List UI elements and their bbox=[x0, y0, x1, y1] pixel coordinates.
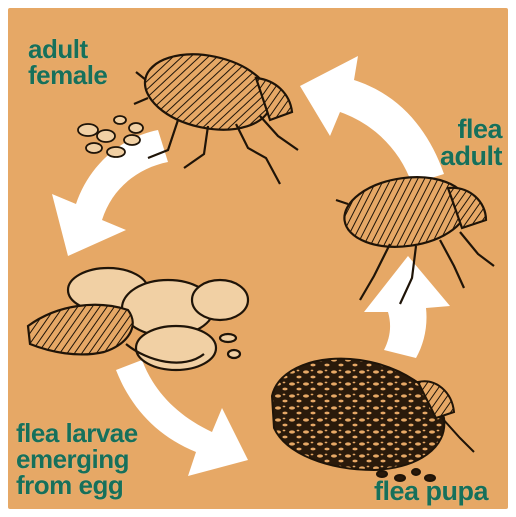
label-line: from egg bbox=[16, 472, 138, 498]
label-flea-pupa: flea pupa bbox=[374, 478, 488, 505]
label-line: female bbox=[28, 62, 107, 88]
label-flea-adult: flea adult bbox=[440, 116, 502, 170]
label-line: flea larvae bbox=[16, 420, 138, 446]
flea-life-cycle-diagram: adult female flea adult flea larvae emer… bbox=[8, 8, 508, 509]
label-line: emerging bbox=[16, 446, 138, 472]
label-line: flea bbox=[440, 116, 502, 143]
label-line: flea pupa bbox=[374, 478, 488, 505]
label-adult-female: adult female bbox=[28, 36, 107, 88]
label-line: adult bbox=[440, 143, 502, 170]
label-flea-larvae: flea larvae emerging from egg bbox=[16, 420, 138, 498]
label-line: adult bbox=[28, 36, 107, 62]
